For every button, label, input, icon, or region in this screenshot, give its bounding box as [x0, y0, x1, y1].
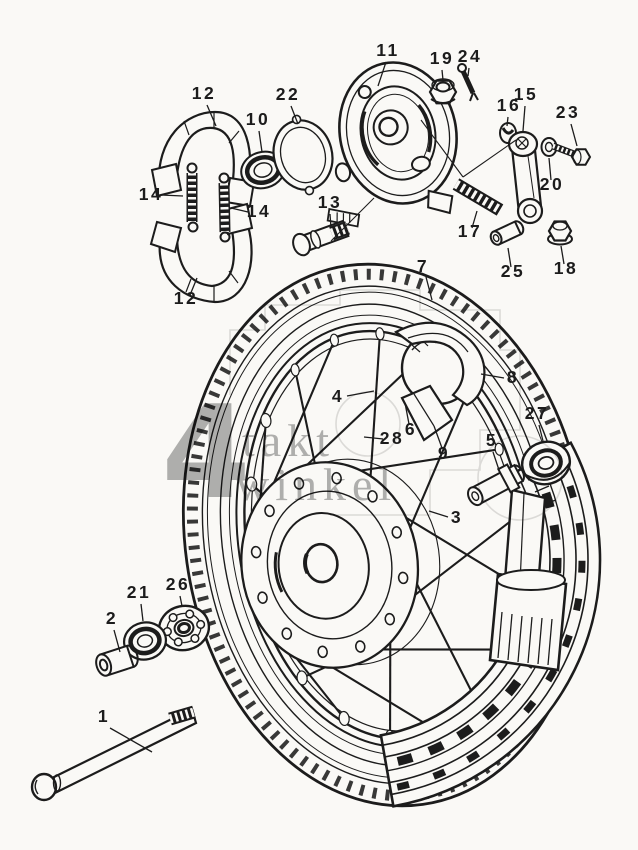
part-callout-27: 27 — [525, 403, 549, 423]
rim-band-strap — [393, 321, 486, 407]
leader-line-12 — [206, 104, 217, 127]
part-callout-21: 21 — [127, 582, 151, 602]
leader-line-2 — [113, 629, 121, 653]
leader-line-8 — [480, 373, 505, 379]
alignment-lines — [330, 119, 517, 242]
part-callout-7: 7 — [417, 256, 429, 276]
brake-shoe-upper — [150, 110, 256, 208]
leader-line-23 — [570, 123, 578, 147]
brake-arm — [507, 130, 544, 225]
leader-line-11 — [377, 61, 387, 87]
part-callout-26: 26 — [166, 574, 190, 594]
part-callout-16: 16 — [497, 95, 521, 115]
part-callout-12: 12 — [192, 83, 216, 103]
part-callout-20: 20 — [540, 174, 564, 194]
leader-line-21 — [140, 603, 144, 622]
part-callout-8: 8 — [507, 367, 519, 387]
leader-line-17 — [471, 210, 478, 229]
part-callout-11: 11 — [376, 40, 400, 60]
flange-nut — [547, 220, 573, 246]
bearing-right — [520, 440, 572, 486]
brake-panel — [326, 61, 458, 228]
part-callout-2: 2 — [106, 608, 118, 628]
part-callout-22: 22 — [276, 84, 300, 104]
leader-line-9 — [433, 425, 443, 449]
side-spacer — [95, 644, 139, 677]
part-callout-5: 5 — [486, 430, 498, 450]
front-axle — [30, 705, 198, 802]
part-callout-13: 13 — [318, 192, 342, 212]
part-callout-1: 1 — [98, 706, 110, 726]
watermark-word-bottom: winkel — [236, 459, 397, 510]
leader-line-19 — [441, 69, 444, 81]
leader-line-26 — [179, 595, 183, 607]
part-callout-15: 15 — [514, 84, 538, 104]
leader-line-13 — [329, 213, 332, 229]
leader-line-27 — [538, 424, 544, 442]
leader-line-1 — [109, 727, 153, 753]
leader-line-16 — [506, 116, 509, 127]
watermark-big-glyph: 4 — [161, 379, 250, 528]
torque-bolt — [292, 219, 350, 257]
leader-line-15 — [522, 105, 526, 132]
arm-washer — [540, 137, 558, 157]
tube-flap — [400, 384, 454, 442]
hex-bolt — [551, 142, 592, 166]
leader-line-14 — [230, 207, 249, 213]
leader-line-14 — [160, 194, 184, 197]
fork-slider — [488, 488, 568, 672]
part-callout-24: 24 — [458, 46, 482, 66]
part-callout-17: 17 — [458, 221, 482, 241]
part-callout-14: 14 — [139, 184, 163, 204]
leader-line-10 — [258, 130, 263, 153]
leader-line-20 — [548, 157, 552, 181]
part-callout-19: 19 — [430, 48, 454, 68]
leader-line-4 — [346, 390, 375, 397]
bushing — [489, 220, 525, 246]
leader-line-22 — [290, 105, 299, 125]
callout-layer: 1234567891011121213141415161718192021222… — [98, 40, 580, 753]
cover-gasket — [272, 114, 334, 196]
part-callout-25: 25 — [501, 261, 525, 281]
return-spring-left — [186, 162, 199, 233]
part-callout-9: 9 — [438, 443, 450, 463]
leader-line-24 — [467, 67, 470, 77]
watermark-word-top: takt — [242, 415, 335, 466]
leader-line-12 — [189, 277, 198, 296]
leader-line-18 — [560, 245, 565, 265]
leader-line-6 — [404, 402, 410, 425]
part-callout-14: 14 — [247, 201, 271, 221]
part-callout-6: 6 — [405, 419, 417, 439]
front-hub — [240, 461, 420, 669]
part-callout-23: 23 — [556, 102, 580, 122]
leader-line-7 — [425, 276, 433, 301]
axle-nut — [428, 78, 458, 105]
leader-line-28 — [363, 436, 384, 440]
axle-spacer — [467, 463, 525, 507]
part-callout-3: 3 — [451, 507, 463, 527]
brake-shoe-lower — [149, 202, 254, 304]
arm-spring — [452, 178, 504, 216]
return-spring-right — [218, 172, 231, 243]
part-callout-10: 10 — [246, 109, 270, 129]
leader-line-3 — [428, 510, 449, 518]
part-callout-28: 28 — [380, 428, 404, 448]
leader-line-25 — [507, 247, 512, 268]
part-callout-18: 18 — [554, 258, 578, 278]
part-callout-12: 12 — [174, 288, 198, 308]
cotter-pin — [457, 63, 479, 102]
part-callout-4: 4 — [332, 386, 344, 406]
watermark: 4 takt winkel — [161, 289, 563, 528]
leader-line-5 — [492, 451, 500, 471]
